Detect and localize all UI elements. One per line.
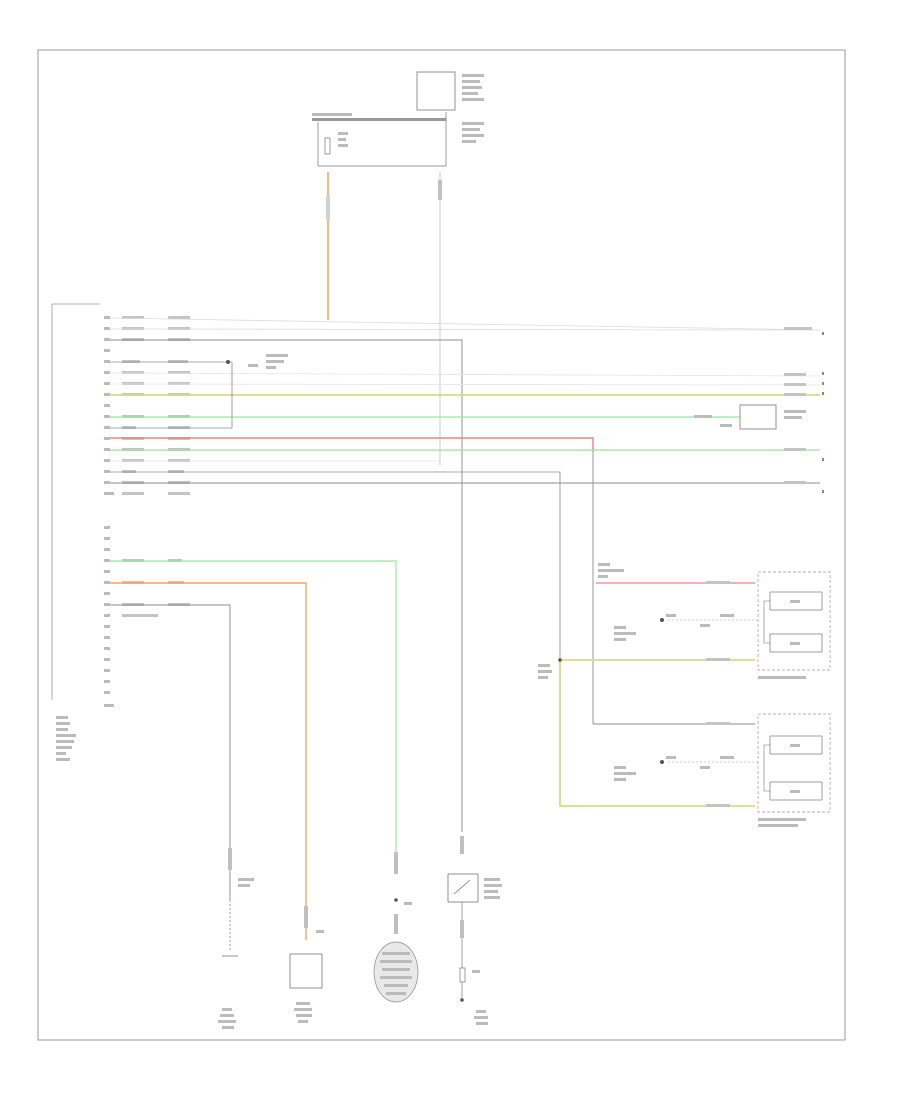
front-speaker-frame (757, 571, 831, 671)
splice-label-4 (266, 366, 276, 369)
splice-point (226, 360, 230, 364)
front-speaker-label (758, 676, 806, 679)
front-speaker-tweeter-label (790, 600, 800, 603)
top-fuse-label-3 (338, 144, 348, 147)
bottom-fuse-element (459, 967, 466, 983)
rear-speaker-woofer-label (790, 790, 800, 793)
wire-row-11 (110, 362, 233, 429)
wire-row-3 (110, 339, 463, 832)
main-connector-1-codes (122, 316, 190, 495)
top-fuse-label (338, 132, 348, 135)
splice-labels-speaker (538, 563, 624, 679)
bottom-switch-wire-label (394, 852, 398, 874)
rear-speaker-frame (757, 713, 831, 813)
bottom-switch-caption (380, 952, 412, 995)
bottom-component-2-tag (316, 930, 324, 933)
rear-speaker-label-2 (758, 824, 798, 827)
wire-red-row-12 (110, 437, 594, 452)
top-fuse-element (324, 137, 331, 155)
top-fuse (312, 112, 447, 167)
bottom-ground-label (238, 878, 254, 881)
splice-label-3 (266, 360, 284, 363)
bottom-sensor-wire-label (460, 836, 464, 854)
right-module-small-tag-2 (720, 424, 732, 427)
right-module-small-box (739, 404, 777, 430)
wire-green-down (110, 560, 397, 852)
wire-row-6 (109, 372, 821, 377)
wire-row-2 (109, 328, 821, 331)
main-connector-1-bracket (51, 303, 100, 700)
bottom-component-2-caption (294, 1002, 312, 1023)
bottom-fuse (459, 967, 488, 1025)
top-module (416, 71, 484, 143)
top-fuse-label-2 (338, 138, 346, 141)
right-module-small-label-2 (784, 416, 802, 419)
wire-yellow-speaker-rear (559, 660, 755, 807)
main-connector-1-pins (104, 316, 114, 495)
bottom-fuse-terminal (460, 998, 464, 1002)
bottom-switch-wire-label-2 (394, 914, 398, 934)
front-speaker-woofer-label (790, 642, 800, 645)
splice-label-2 (266, 354, 288, 357)
top-module-box (416, 71, 456, 111)
wire-gray-top-label (438, 180, 442, 200)
bottom-ground-caption (218, 1008, 236, 1029)
top-module-label (462, 74, 484, 101)
bottom-component-2-box (289, 953, 323, 989)
front-speaker-neg-terminal (660, 618, 664, 622)
wire-row-1 (109, 317, 821, 331)
wire-gray-down (110, 604, 231, 900)
wire-row-7 (109, 383, 821, 386)
front-speaker-neg-labels (614, 614, 734, 641)
wire-row-15 (110, 471, 561, 660)
bottom-ground (218, 848, 254, 1029)
wire-orange-top-label (326, 196, 330, 220)
main-connector-2-codes (122, 559, 190, 617)
top-fuse-bar (312, 118, 446, 121)
rear-speaker-assembly (614, 713, 831, 827)
top-module-label-2 (462, 122, 484, 143)
bottom-ground-label-2 (238, 884, 250, 887)
rear-speaker-internal (763, 744, 770, 792)
wire-orange-down (110, 582, 307, 940)
bottom-fuse-caption (474, 1010, 488, 1025)
bottom-sensor (447, 836, 502, 1000)
bottom-sensor-switch (453, 879, 471, 895)
right-terminal-tags (784, 327, 812, 484)
bottom-sensor-box (447, 873, 479, 903)
bottom-sensor-label (484, 878, 502, 899)
front-speaker-assembly (614, 571, 831, 679)
bottom-switch-tag (404, 902, 412, 905)
bottom-component-2 (289, 906, 324, 1023)
top-fuse-header (312, 113, 352, 116)
splice-yellow (558, 658, 562, 662)
diagram-frame (37, 49, 846, 1041)
main-connector-2-pins (104, 526, 114, 707)
main-connector-1 (51, 303, 190, 700)
bottom-switch-terminal (394, 898, 398, 902)
rear-speaker-label (758, 818, 806, 821)
bottom-component-2-wire-label (304, 906, 308, 928)
bottom-ground-wire-label (228, 848, 232, 870)
right-module-small-tag (694, 415, 712, 418)
speaker-wire-tags (706, 581, 730, 807)
bottom-switch (373, 852, 419, 1003)
main-connector-2-label (56, 716, 76, 761)
rear-speaker-neg-labels (614, 756, 734, 781)
bottom-fuse-tag (472, 970, 480, 973)
right-module-small-label (784, 410, 806, 413)
rear-speaker-tweeter-label (790, 744, 800, 747)
rear-speaker-neg-terminal (660, 760, 664, 764)
right-terminal-marks (822, 332, 824, 493)
front-speaker-internal (763, 600, 770, 644)
splice-label (248, 364, 258, 367)
right-module-small (694, 404, 806, 430)
bottom-sensor-wire-label-2 (460, 920, 464, 938)
